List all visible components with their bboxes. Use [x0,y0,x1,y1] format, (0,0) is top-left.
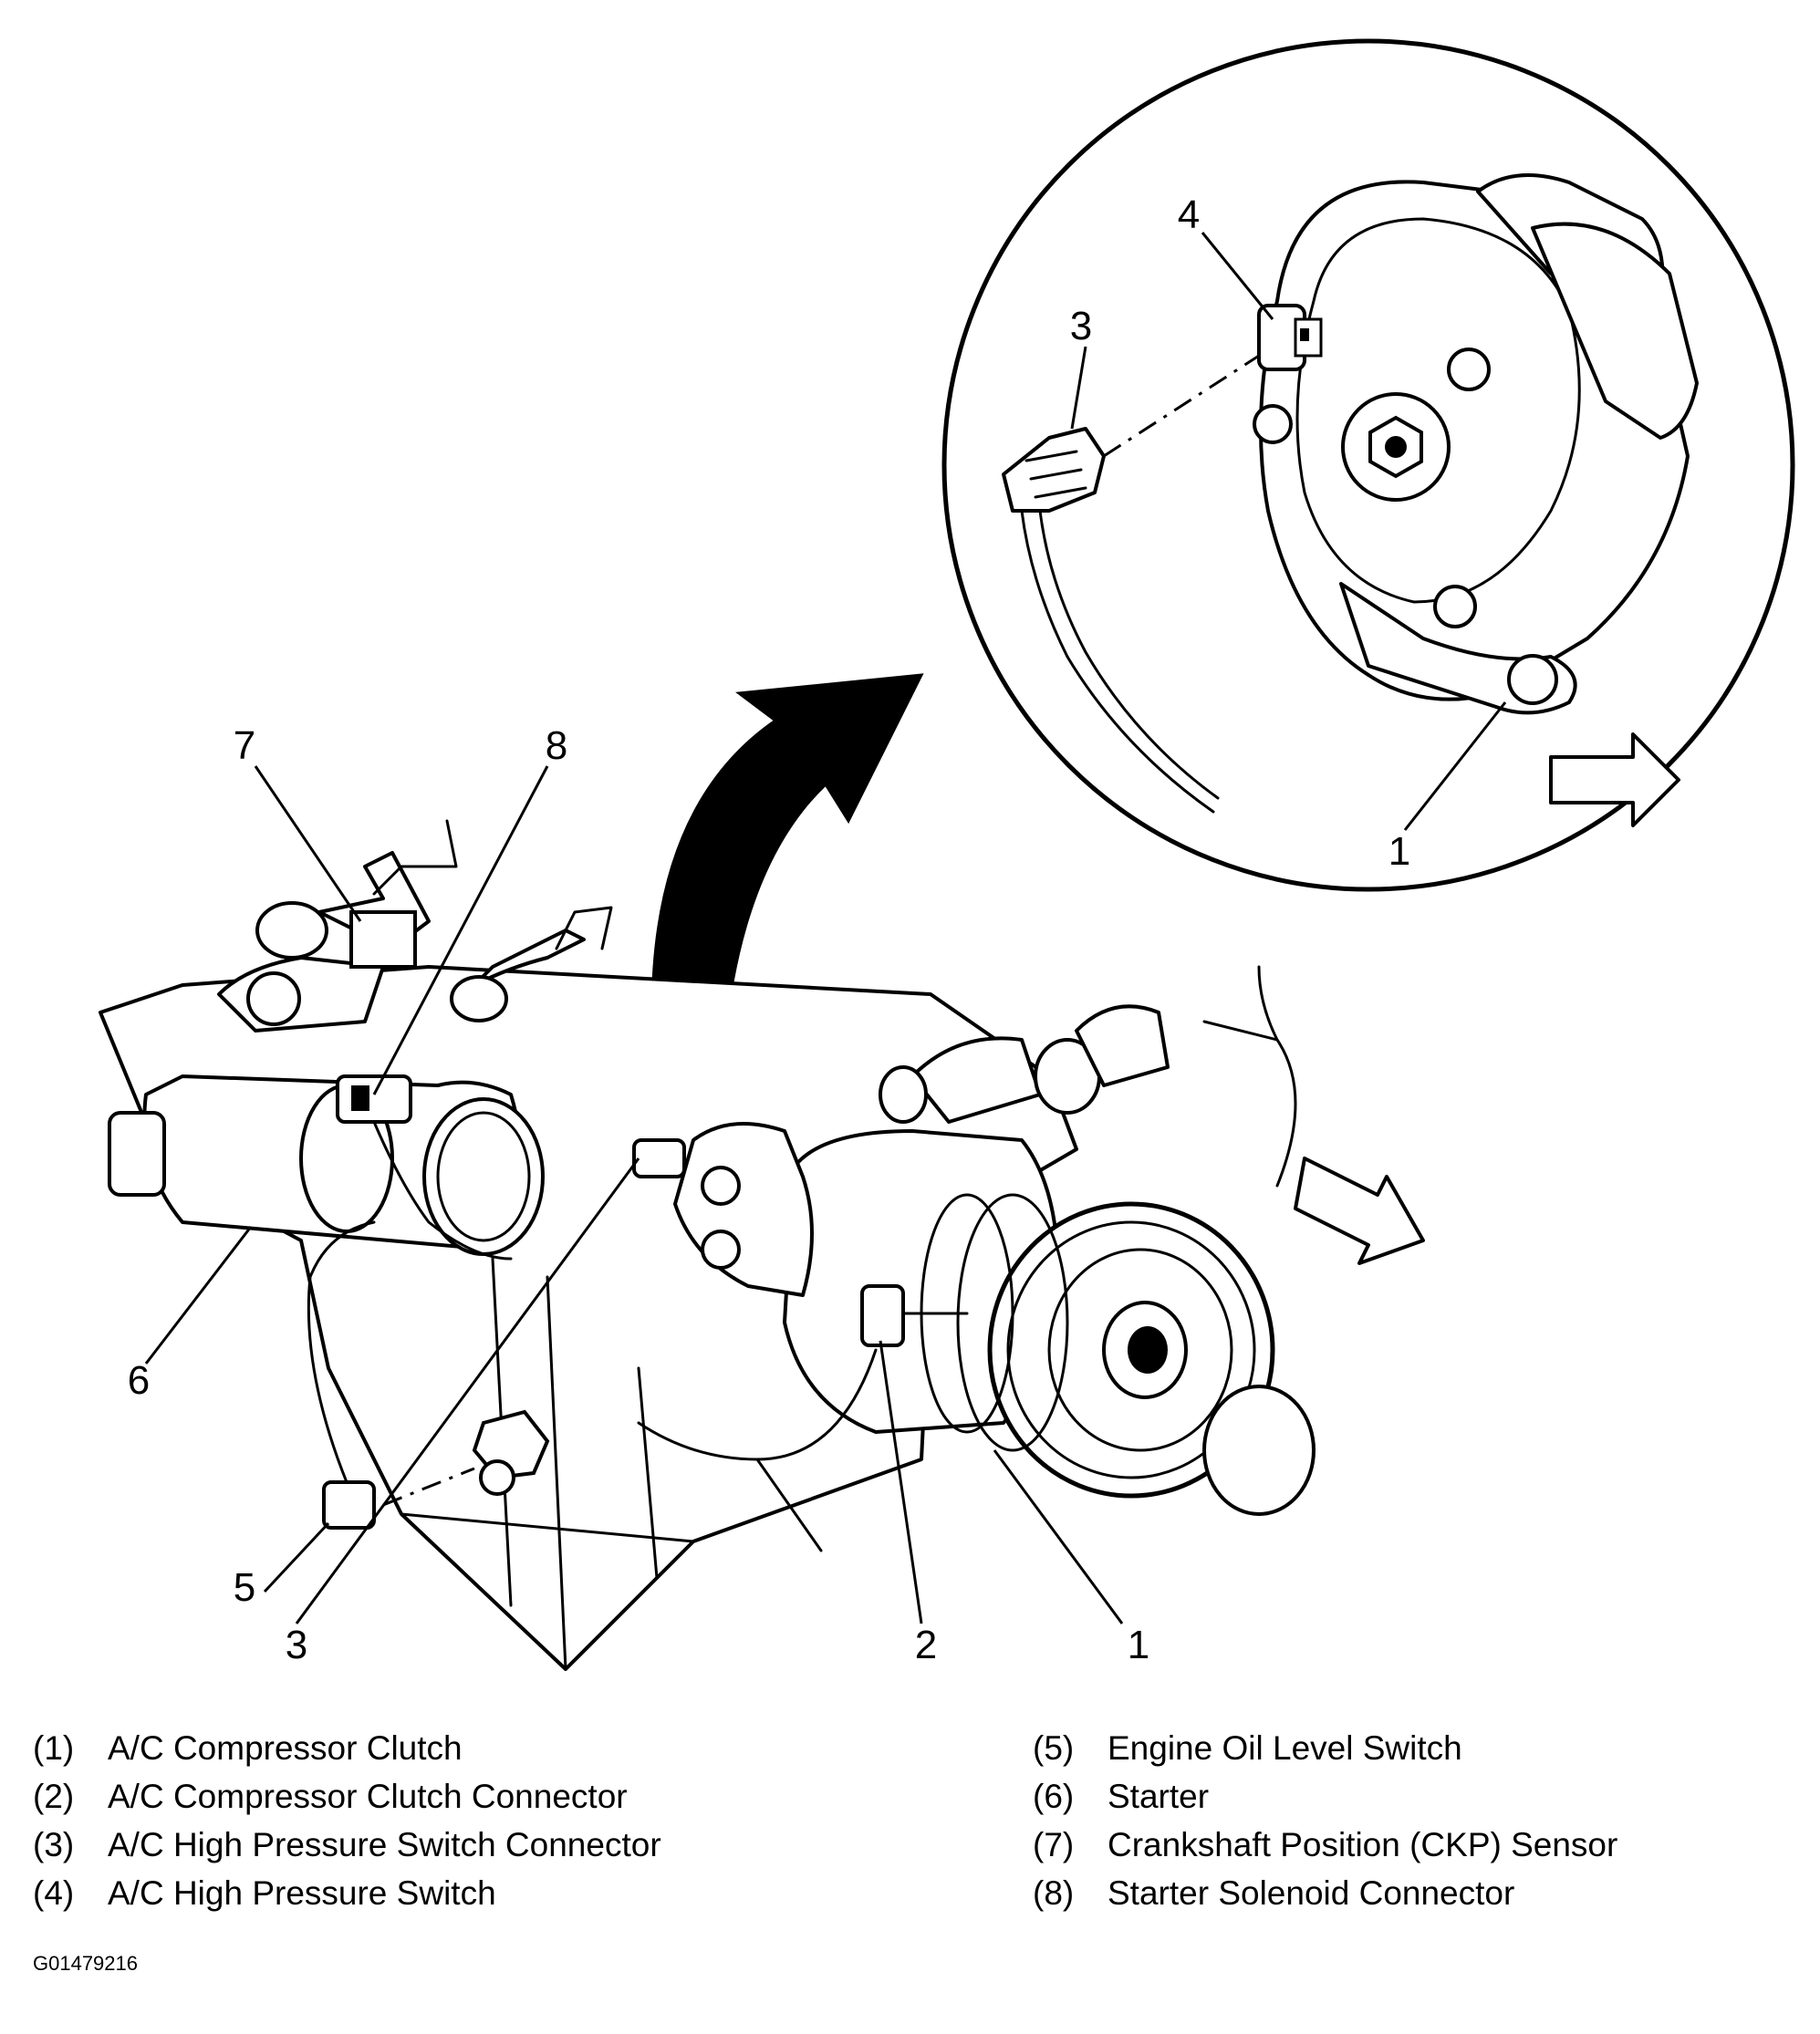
leader-lines [144,765,1124,1624]
legend-number: (6) [1033,1778,1075,1815]
callout-main-8: 8 [546,723,567,768]
legend-item: (1) A/C Compressor Clutch [33,1724,661,1772]
callout-labels: 4 3 1 7 8 6 5 3 2 1 [128,192,1410,1667]
legend-label: Engine Oil Level Switch [1108,1729,1462,1767]
legend-number: (4) [33,1874,75,1912]
legend-item: (5) Engine Oil Level Switch [1033,1724,1617,1772]
legend-column-right: (5) Engine Oil Level Switch (6) Starter (7… [1033,1724,1617,1917]
legend-label: A/C Compressor Clutch [108,1729,463,1767]
legend-number: (8) [1033,1874,1075,1912]
legend-item: (8) Starter Solenoid Connector [1033,1869,1617,1917]
legend-item: (6) Starter [1033,1772,1617,1821]
engine-diagram: 4 3 1 7 8 6 5 3 2 1 [99,38,1795,1671]
figure-id: G01479216 [33,1952,138,1975]
callout-main-2: 2 [915,1623,937,1667]
legend-number: (5) [1033,1729,1075,1767]
callout-main-1: 1 [1128,1623,1149,1667]
legend-label: Starter Solenoid Connector [1108,1874,1515,1912]
callout-main-3: 3 [286,1623,307,1667]
legend-label: Starter [1108,1778,1210,1815]
legend-item: (3) A/C High Pressure Switch Connector [33,1821,661,1869]
callout-main-6: 6 [128,1358,150,1403]
callout-main-5: 5 [234,1565,255,1610]
engine-assembly [99,819,1425,1671]
callout-detail-1: 1 [1388,829,1410,874]
legend-label: A/C Compressor Clutch Connector [108,1778,628,1815]
legend-item: (7) Crankshaft Position (CKP) Sensor [1033,1821,1617,1869]
legend-label: Crankshaft Position (CKP) Sensor [1108,1826,1618,1863]
parts-legend: (1) A/C Compressor Clutch (2) A/C Compress… [0,1724,1820,1934]
legend-number: (3) [33,1826,75,1863]
callout-detail-3: 3 [1070,304,1092,348]
detail-inset [941,38,1795,892]
legend-label: A/C High Pressure Switch [108,1874,496,1912]
legend-number: (7) [1033,1826,1075,1863]
legend-number: (1) [33,1729,75,1767]
callout-main-7: 7 [234,723,255,768]
legend-number: (2) [33,1778,75,1815]
legend-label: A/C High Pressure Switch Connector [108,1826,661,1863]
legend-item: (4) A/C High Pressure Switch [33,1869,661,1917]
legend-column-left: (1) A/C Compressor Clutch (2) A/C Compress… [33,1724,661,1917]
callout-detail-4: 4 [1178,192,1200,237]
legend-item: (2) A/C Compressor Clutch Connector [33,1772,661,1821]
